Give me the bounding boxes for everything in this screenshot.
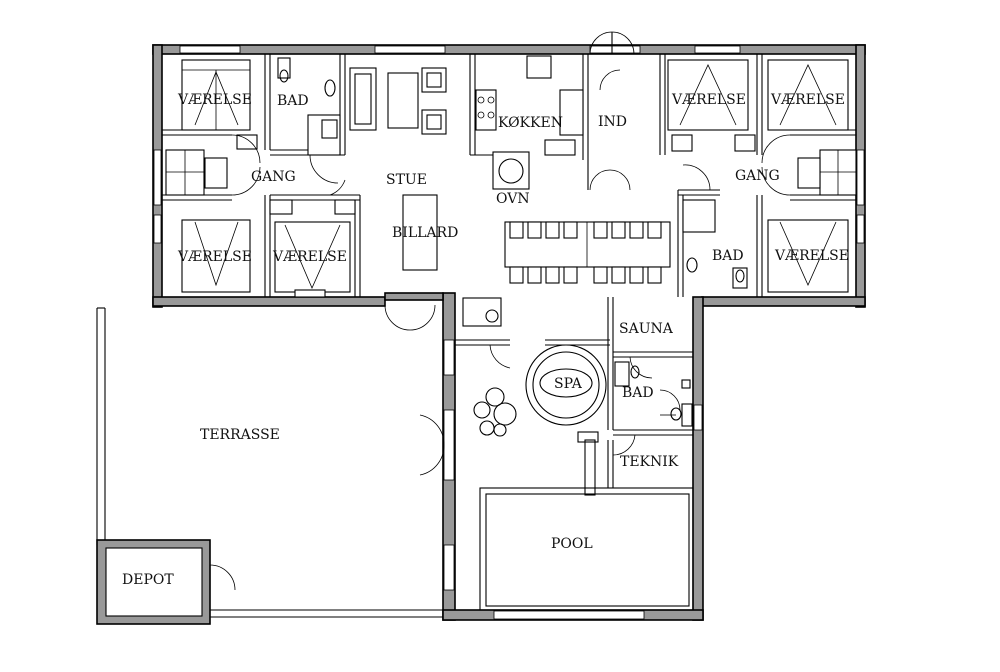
label-spa: SPA — [554, 376, 583, 392]
exterior-walls — [152, 44, 866, 621]
label-vaerelse-se: VÆRELSE — [774, 248, 849, 264]
label-bad-nw: BAD — [277, 93, 309, 109]
label-bad-east: BAD — [712, 248, 744, 264]
label-ind: IND — [598, 114, 627, 130]
doors — [209, 31, 791, 591]
label-billard: BILLARD — [392, 225, 458, 241]
label-teknik: TEKNIK — [620, 454, 679, 470]
label-depot: DEPOT — [122, 572, 174, 588]
label-vaerelse-ne2: VÆRELSE — [770, 92, 845, 108]
label-pool: POOL — [551, 536, 593, 552]
label-ovn: OVN — [496, 191, 530, 207]
label-vaerelse-nw: VÆRELSE — [177, 92, 252, 108]
dining-chairs — [509, 221, 662, 284]
label-terrasse: TERRASSE — [200, 427, 280, 443]
furniture — [96, 55, 857, 625]
label-kokken: KØKKEN — [498, 115, 563, 131]
label-sauna: SAUNA — [619, 321, 674, 337]
label-gang-west: GANG — [251, 169, 296, 185]
label-vaerelse-ne1: VÆRELSE — [671, 92, 746, 108]
label-vaerelse-sw1: VÆRELSE — [177, 249, 252, 265]
label-stue: STUE — [386, 172, 427, 188]
label-vaerelse-sw2: VÆRELSE — [272, 249, 347, 265]
room-labels: VÆRELSE BAD GANG VÆRELSE VÆRELSE STUE BI… — [122, 92, 849, 588]
label-bad-spa: BAD — [622, 385, 654, 401]
label-gang-east: GANG — [735, 168, 780, 184]
